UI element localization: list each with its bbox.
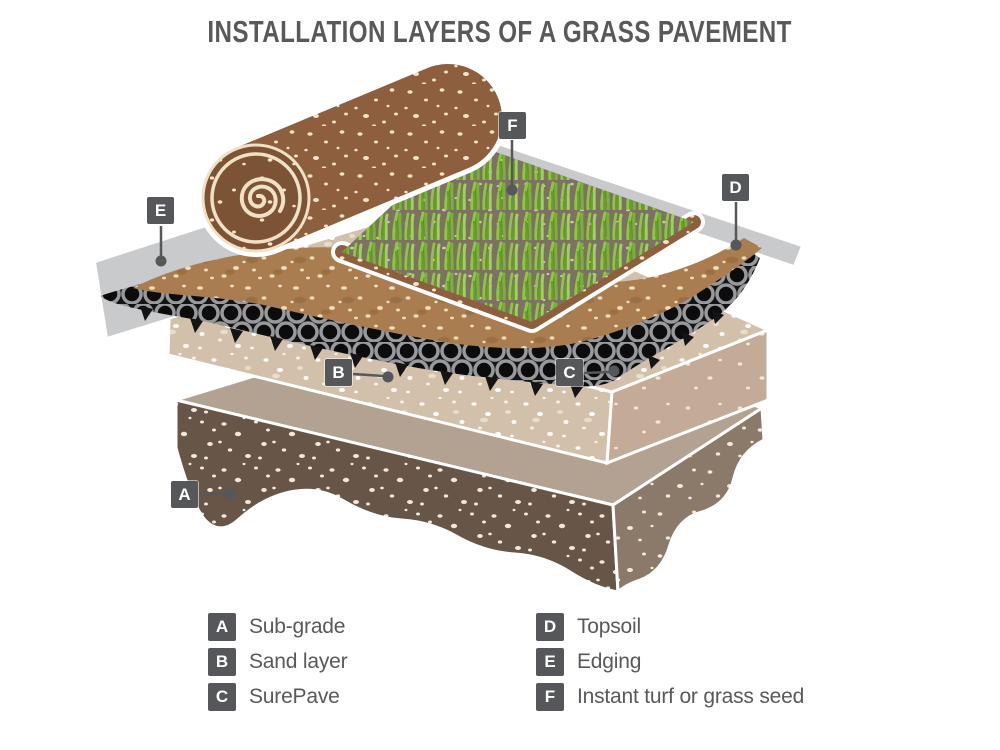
- legend-column-right: D Topsoil E Edging F Instant turf or gra…: [536, 613, 804, 711]
- diagram-marker-f: F: [499, 112, 526, 139]
- legend-column-left: A Sub-grade B Sand layer C SurePave: [208, 613, 348, 711]
- diagram-marker-d: D: [722, 174, 749, 201]
- turf-roll: [197, 59, 507, 257]
- diagram-marker-c: C: [556, 359, 583, 386]
- legend-label-sub-grade: Sub-grade: [249, 615, 346, 638]
- diagram-marker-a: A: [171, 481, 198, 508]
- legend-key-b: B: [208, 648, 236, 676]
- legend: A Sub-grade B Sand layer C SurePave D To…: [0, 613, 1000, 723]
- legend-key-a: A: [208, 613, 236, 641]
- legend-label-sand-layer: Sand layer: [249, 650, 348, 673]
- legend-label-instant-turf: Instant turf or grass seed: [577, 685, 805, 708]
- legend-row-surepave: C SurePave: [208, 683, 347, 711]
- legend-row-edging: E Edging: [536, 648, 804, 676]
- legend-row-sand-layer: B Sand layer: [208, 648, 348, 676]
- legend-row-topsoil: D Topsoil: [536, 613, 804, 641]
- legend-label-edging: Edging: [577, 650, 642, 673]
- legend-row-sub-grade: A Sub-grade: [208, 613, 347, 641]
- legend-row-instant-turf: F Instant turf or grass seed: [536, 683, 804, 711]
- page-title: INSTALLATION LAYERS OF A GRASS PAVEMENT: [0, 14, 1000, 50]
- legend-key-d: D: [536, 613, 564, 641]
- legend-key-e: E: [536, 648, 564, 676]
- page-title-text: INSTALLATION LAYERS OF A GRASS PAVEMENT: [207, 14, 793, 49]
- leader-lines: [155, 140, 742, 500]
- legend-key-f: F: [536, 683, 564, 711]
- legend-label-surepave: SurePave: [249, 685, 340, 708]
- diagram-marker-e: E: [147, 197, 174, 224]
- legend-label-topsoil: Topsoil: [577, 615, 641, 638]
- diagram-marker-b: B: [325, 359, 352, 386]
- legend-key-c: C: [208, 683, 236, 711]
